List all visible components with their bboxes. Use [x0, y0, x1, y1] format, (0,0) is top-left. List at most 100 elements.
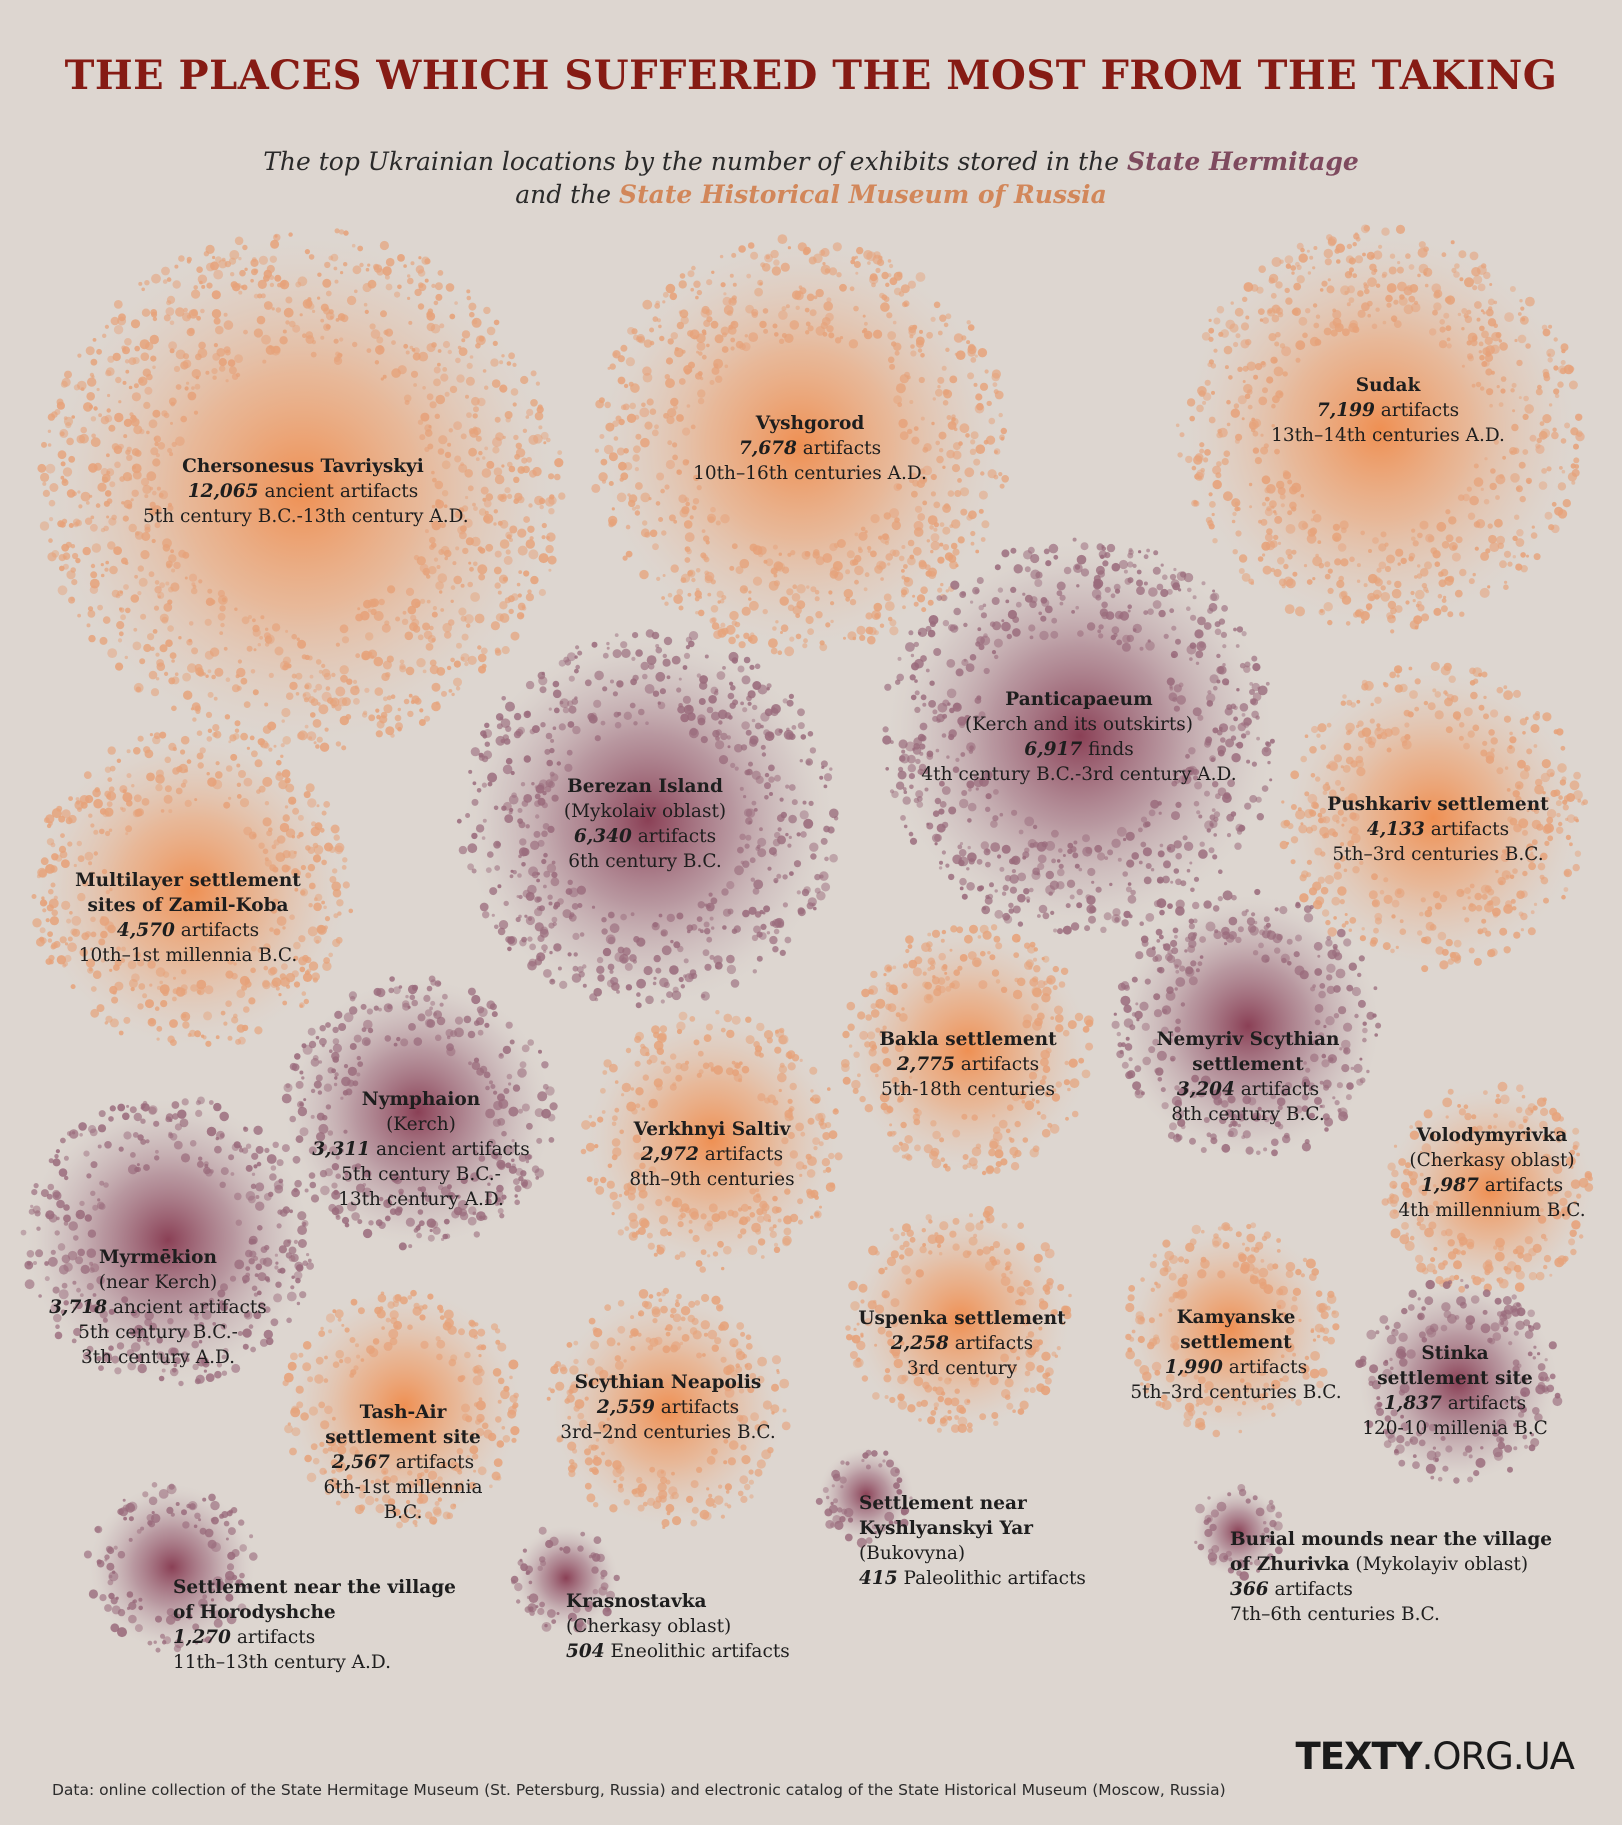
bubble-dot — [164, 785, 172, 793]
bubble-dot — [89, 585, 99, 594]
bubble-dot — [1281, 346, 1292, 357]
bubble-dot — [556, 761, 561, 766]
bubble-dot — [1300, 755, 1307, 763]
bubble-dot — [1110, 634, 1117, 641]
bubble-dot — [1451, 267, 1457, 273]
bubble-dot — [345, 714, 352, 720]
bubble-dot — [757, 837, 767, 847]
bubble-dot — [205, 1040, 212, 1047]
bubble-dot — [229, 250, 240, 260]
bubble-dot — [168, 586, 174, 593]
bubble-dot — [418, 256, 422, 260]
bubble-dot — [1503, 946, 1511, 954]
bubble-dot — [264, 857, 269, 862]
bubble-dot — [59, 565, 65, 572]
bubble-dot — [1066, 879, 1076, 888]
bubble-dot — [1381, 227, 1390, 236]
bubble-dot — [282, 850, 291, 859]
bubble-dot — [1382, 728, 1386, 733]
bubble-dot — [1411, 536, 1416, 542]
bubble-dot — [1049, 880, 1060, 890]
bubble-dot — [880, 577, 884, 581]
bubble-dot — [497, 927, 506, 936]
bubble-dot — [621, 957, 627, 963]
bubble-dot — [1059, 594, 1066, 601]
bubble-dot — [907, 280, 917, 289]
bubble-dot — [367, 279, 377, 289]
bubble-dot — [68, 1129, 79, 1139]
bubble-dot — [1390, 948, 1395, 954]
bubble-dot — [910, 350, 917, 357]
bubble-dot — [66, 570, 76, 580]
bubble-dot — [271, 623, 281, 632]
bubble-dot — [710, 605, 719, 613]
bubble-dot — [123, 584, 129, 590]
bubble-dot — [111, 443, 120, 451]
bubble-dot — [1408, 552, 1416, 560]
bubble-dot — [1077, 630, 1084, 637]
bubble-dot — [953, 427, 958, 432]
bubble-dot — [916, 801, 924, 808]
bubble-dot — [130, 498, 134, 502]
bubble-dot — [1564, 422, 1571, 429]
bubble-dot — [1017, 893, 1026, 903]
bubble-dot — [688, 728, 699, 739]
bubble-dot — [711, 622, 720, 630]
bubble-dot — [214, 667, 224, 677]
bubble-dot — [901, 545, 906, 549]
bubble-dot — [655, 967, 662, 974]
bubble-dot — [966, 514, 973, 521]
bubble-dot — [363, 302, 368, 307]
bubble-dot — [538, 497, 546, 505]
bubble-dot — [729, 610, 739, 621]
bubble-dot — [1136, 569, 1142, 575]
bubble-dot — [529, 728, 536, 735]
bubble-dot — [476, 788, 482, 793]
bubble-dot — [1327, 587, 1334, 595]
bubble-dot — [168, 742, 177, 751]
bubble-dot — [599, 434, 605, 439]
bubble-dot — [1361, 620, 1365, 624]
bubble-dot — [1409, 284, 1419, 293]
bubble-dot — [489, 887, 498, 896]
bubble-dot — [121, 345, 126, 351]
bubble-dot — [1275, 281, 1283, 289]
bubble-dot — [1490, 896, 1501, 906]
bubble-dot — [375, 730, 383, 738]
bubble-dot — [440, 545, 450, 555]
bubble-dot — [1157, 850, 1165, 858]
bubble-dot — [1208, 359, 1214, 365]
bubble-dot — [302, 1260, 309, 1266]
bubble-dot — [1513, 689, 1521, 698]
bubble-dot — [228, 366, 237, 375]
bubble-dot — [688, 640, 695, 648]
bubble-dot — [1478, 350, 1483, 354]
bubble-dot — [625, 984, 633, 991]
bubble-dot — [408, 320, 413, 325]
bubble-dot — [1419, 911, 1424, 917]
bubble-dot — [518, 914, 522, 919]
bubble-dot — [726, 954, 735, 964]
bubble-dot — [843, 588, 853, 599]
bubble-dot — [1444, 576, 1454, 586]
bubble-dot — [711, 711, 720, 721]
bubble-dot — [1213, 816, 1219, 822]
bubble-dot — [1326, 786, 1331, 791]
bubble-dot — [512, 402, 517, 407]
bubble-dot — [126, 749, 131, 754]
bubble-dot — [1236, 507, 1241, 511]
bubble-dot — [764, 782, 771, 790]
bubble-dot — [107, 355, 115, 363]
bubble-dot — [1489, 482, 1497, 491]
bubble-dot — [89, 967, 93, 972]
bubble-dot — [377, 345, 384, 351]
bubble-dot — [967, 324, 975, 331]
bubble-dot — [1537, 384, 1542, 390]
bubble-dot — [749, 543, 758, 552]
bubble-dot — [536, 406, 544, 414]
bubble-dot — [925, 570, 932, 577]
bubble-dot — [168, 341, 178, 351]
bubble-dot — [1475, 904, 1483, 912]
bubble-dot — [790, 550, 796, 556]
bubble-dot — [754, 911, 762, 918]
